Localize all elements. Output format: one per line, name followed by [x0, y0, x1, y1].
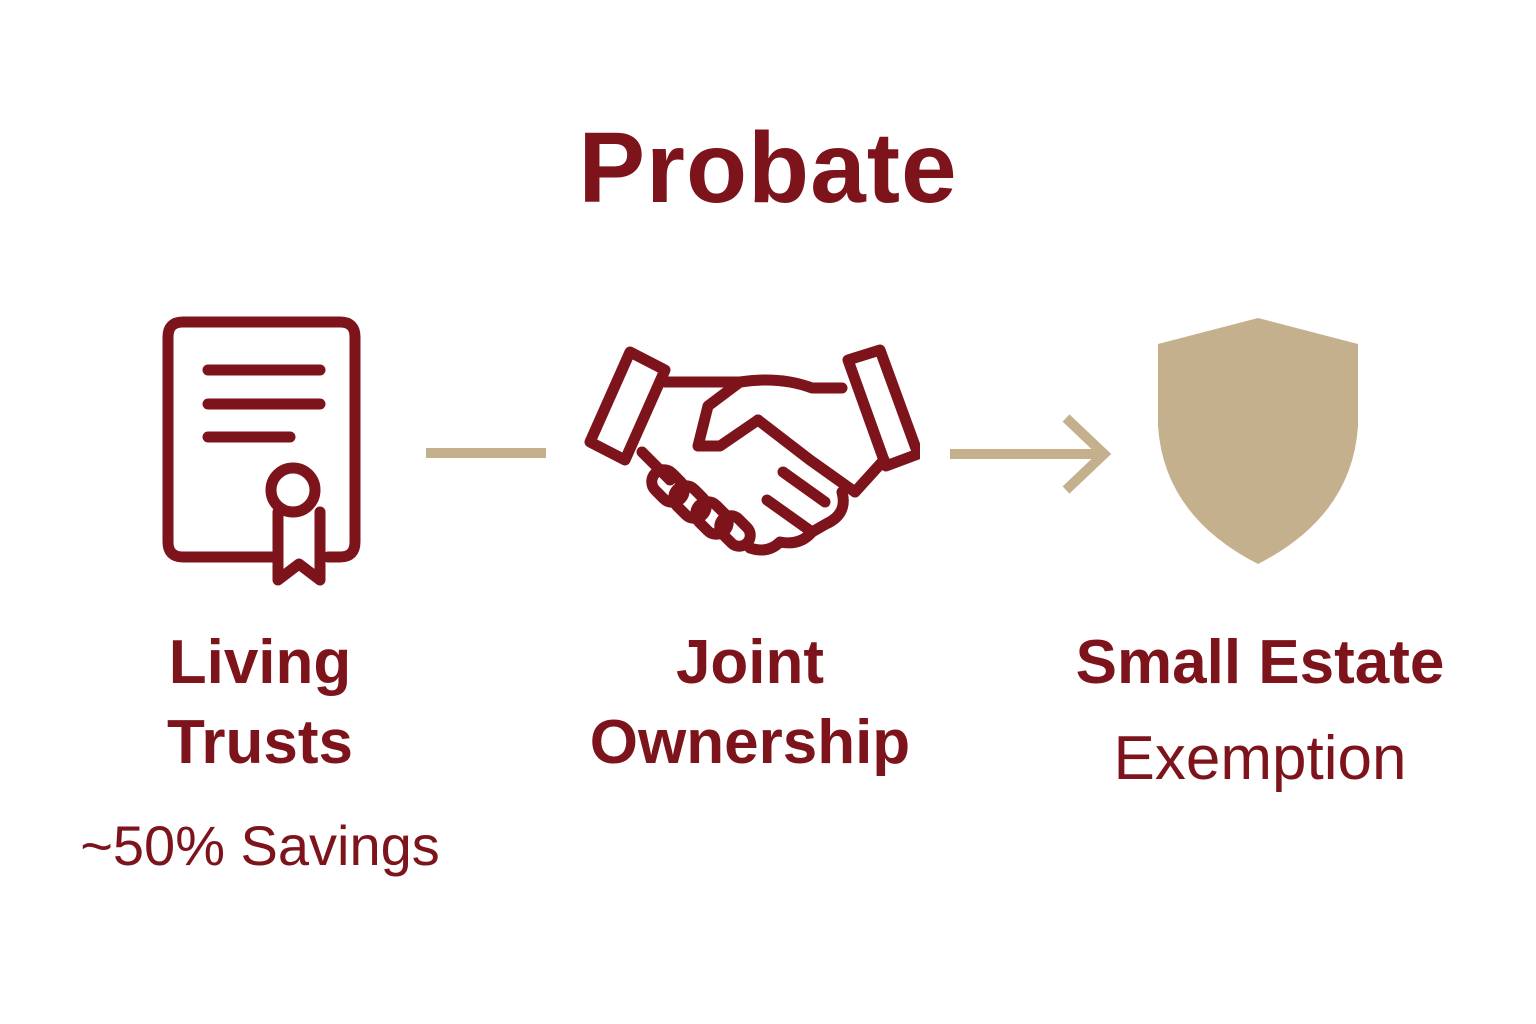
arrow-right-icon: [950, 414, 1112, 494]
label-exemption: Exemption: [1113, 724, 1407, 793]
label-trusts: Trusts: [166, 708, 354, 777]
savings-note: ~50% Savings: [80, 814, 440, 877]
label-ownership: Ownership: [589, 708, 911, 777]
certificate-document-icon: [162, 316, 361, 586]
connector-line: [426, 448, 546, 458]
label-joint: Joint: [675, 628, 825, 697]
page-title: Probate: [578, 112, 958, 224]
label-living: Living: [168, 628, 352, 697]
handshake-icon: [584, 344, 920, 556]
label-small-estate: Small Estate: [1075, 628, 1445, 697]
shield-icon: [1158, 318, 1358, 564]
